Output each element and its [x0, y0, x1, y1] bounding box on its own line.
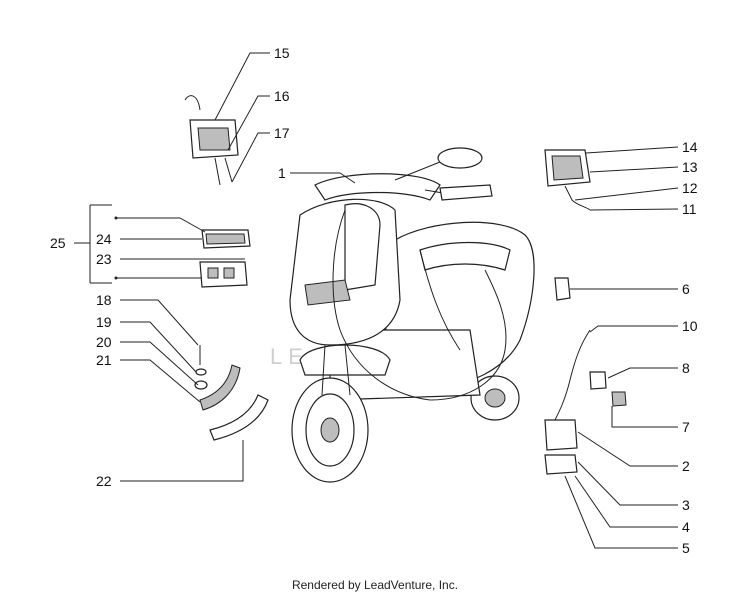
callout-labels: 15 16 17 1 14 13 12 11 25 24 23 18 19 20… [50, 45, 698, 556]
callout-15: 15 [274, 45, 290, 61]
callout-20: 20 [96, 334, 112, 350]
callout-1: 1 [278, 165, 286, 181]
callout-17: 17 [274, 125, 290, 141]
callout-4: 4 [682, 519, 690, 535]
callout-24: 24 [96, 231, 112, 247]
callout-2: 2 [682, 458, 690, 474]
callout-3: 3 [682, 497, 690, 513]
part-relay-group-15-17 [184, 95, 239, 186]
callout-22: 22 [96, 473, 112, 489]
part-connector-6 [554, 277, 571, 301]
callout-7: 7 [682, 419, 690, 435]
callout-10: 10 [682, 318, 698, 334]
callout-19: 19 [96, 314, 112, 330]
callout-18: 18 [96, 292, 112, 308]
part-harness-2-10 [544, 329, 627, 475]
callout-12: 12 [682, 180, 698, 196]
part-regulator-11-14 [544, 149, 591, 211]
callout-25: 25 [50, 235, 66, 251]
leader-lines [74, 52, 679, 549]
callout-14: 14 [682, 139, 698, 155]
callout-13: 13 [682, 159, 698, 175]
footer-credit: Rendered by LeadVenture, Inc. [291, 578, 459, 592]
callout-23: 23 [96, 251, 112, 267]
part-fuse-box-23-24 [199, 229, 251, 288]
callout-11: 11 [682, 201, 697, 217]
part-hose-and-clamps-18-22 [194, 345, 269, 441]
callout-21: 21 [96, 352, 112, 368]
callout-16: 16 [274, 88, 290, 104]
callout-6: 6 [682, 281, 690, 297]
callout-8: 8 [682, 360, 690, 376]
callout-5: 5 [682, 540, 690, 556]
scooter-illustration [289, 147, 535, 483]
